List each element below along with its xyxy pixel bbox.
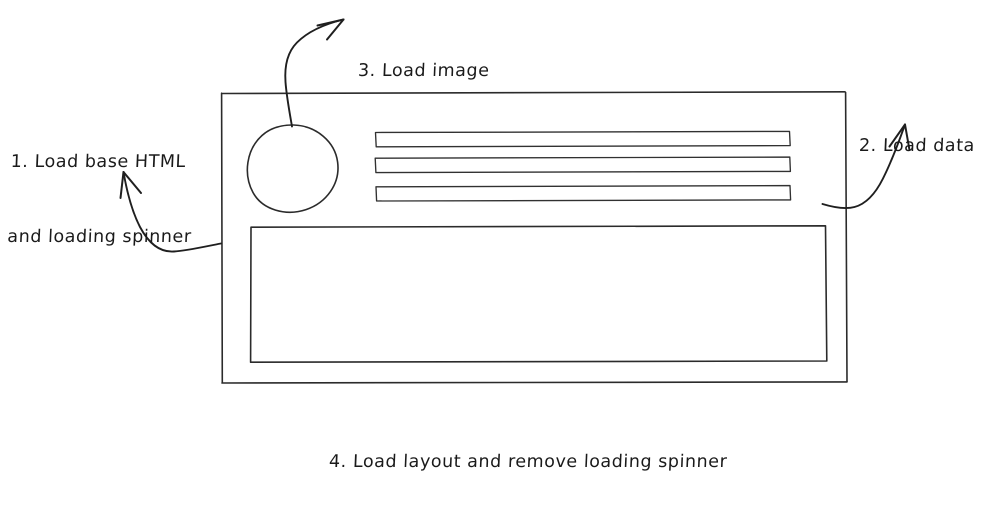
annotation-step-2: 2. Load data [856, 84, 977, 209]
text-placeholder-bar-2 [374, 156, 792, 174]
arrow-to-step3-label [284, 18, 345, 128]
content-placeholder-box [249, 225, 828, 363]
sketch-canvas [119, 18, 911, 384]
annotation-step-2-line-1: 2. Load data [858, 136, 976, 156]
diagram-root: 1. Load base HTML and loading spinner 2.… [5, 9, 977, 472]
page-frame [220, 91, 848, 384]
annotation-step-1: 1. Load base HTML and loading spinner [5, 100, 198, 300]
arrow-to-step2-label [821, 123, 911, 210]
text-placeholder-bar-1 [374, 130, 791, 148]
annotation-step-4: 4. Load layout and remove loading spinne… [326, 400, 730, 525]
annotation-step-3: 3. Load image [355, 9, 492, 134]
arrow-to-step1-label [119, 171, 222, 253]
annotation-step-1-line-1: 1. Load base HTML [10, 152, 187, 172]
text-placeholder-bar-3 [375, 184, 792, 202]
loading-spinner-circle [246, 124, 339, 213]
annotation-step-4-line-1: 4. Load layout and remove loading spinne… [328, 452, 728, 472]
annotation-step-3-line-1: 3. Load image [357, 61, 490, 81]
annotation-step-1-line-2: and loading spinner [6, 227, 193, 247]
